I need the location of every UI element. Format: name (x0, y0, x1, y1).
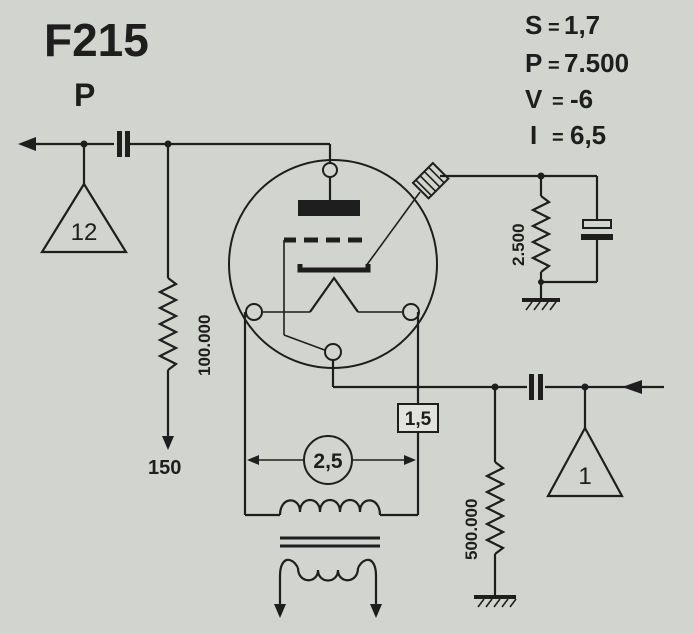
supply-voltage-label: 150 (148, 457, 181, 479)
output-stage-triangle: 12 (40, 144, 128, 254)
filament-out-arrow-icon (274, 604, 286, 618)
cathode-capacitor (582, 219, 612, 229)
pin-filament-left (245, 303, 263, 321)
input-line (331, 360, 664, 400)
top-cap (411, 161, 450, 200)
transformer-primary (278, 498, 382, 516)
filament-resistor-label: 1,5 (405, 409, 432, 430)
transformer-secondary (296, 567, 360, 582)
anode-resistor: 100.000 150 (148, 144, 214, 479)
filament-out-arrow-icon (370, 604, 382, 618)
supply-arrow-icon (162, 436, 174, 450)
spec-sep: = (552, 91, 564, 113)
input-capacitor (529, 374, 534, 400)
cathode-network: 2.500 (440, 172, 613, 311)
spec-symbol: I (530, 120, 537, 150)
input-stage-label: 1 (578, 463, 591, 490)
spec-symbol: V (525, 84, 543, 114)
spec-value: 6,5 (570, 120, 606, 150)
spec-block: S = 1,7 P = 7.500 V = -6 I = 6,5 (525, 10, 629, 150)
spec-symbol: P (525, 48, 542, 78)
filament-voltage-marker (303, 435, 353, 485)
cathode (297, 264, 371, 273)
output-line (18, 131, 330, 157)
output-capacitor (117, 131, 122, 157)
anode-plate (298, 200, 360, 216)
filament-voltage-label: 2,5 (313, 450, 343, 473)
spec-value: -6 (570, 84, 593, 114)
pin-filament-right (402, 303, 420, 321)
tube-code: F215 (44, 14, 149, 66)
filament-circuit: 1,5 2,5 (243, 312, 439, 618)
filament-resistor-box (397, 403, 439, 433)
pin-grid (324, 343, 342, 361)
grid-resistor-label: 500.000 (462, 499, 481, 560)
spec-sep: = (552, 127, 564, 149)
tube-envelope (228, 144, 450, 369)
output-stage-label: 12 (71, 219, 98, 246)
output-arrow-icon (18, 137, 36, 151)
tube-type: P (74, 77, 95, 113)
grid-resistor: 500.000 (462, 387, 517, 608)
anode-resistor-label: 100.000 (195, 315, 214, 376)
input-stage-triangle: 1 (546, 387, 624, 498)
input-arrow-icon (622, 380, 642, 394)
spec-sep: = (548, 17, 560, 39)
filament (309, 276, 359, 313)
spec-sep: = (548, 55, 560, 77)
spec-symbol: S (525, 10, 542, 40)
spec-value: 1,7 (564, 10, 600, 40)
control-grid (283, 237, 362, 353)
spec-value: 7.500 (564, 48, 629, 78)
cathode-resistor-label: 2.500 (509, 223, 528, 266)
